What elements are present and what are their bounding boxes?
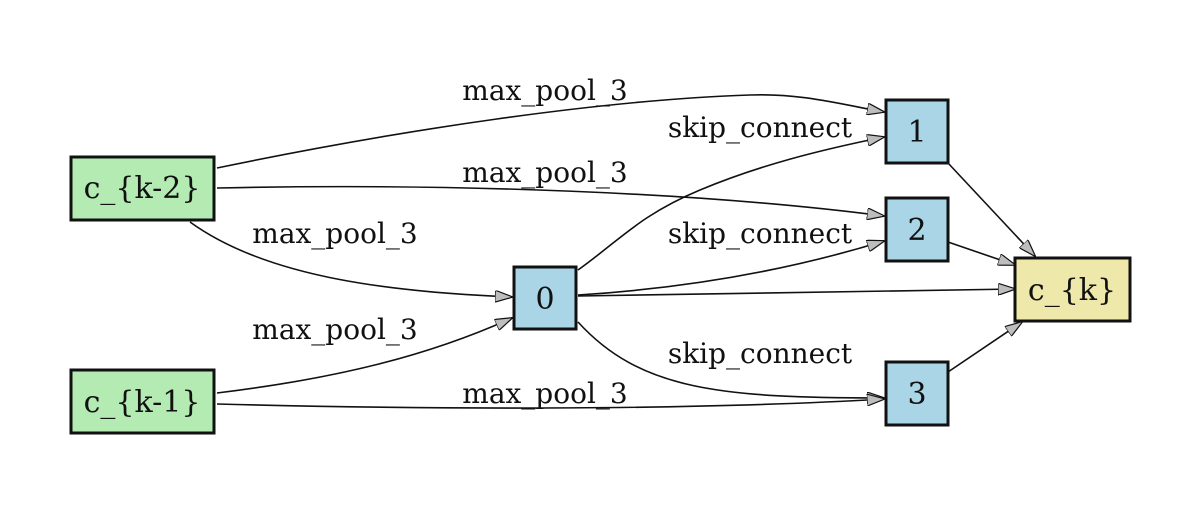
edge-0-to-2: [577, 241, 884, 296]
edge-label-0-to-3: skip_connect: [668, 337, 853, 370]
node-1: 1: [884, 98, 950, 165]
node-3: 3: [884, 360, 950, 427]
node-2: 2: [884, 196, 950, 263]
node-label: c_{k}: [1028, 273, 1116, 308]
edge-0-to-1: [577, 137, 884, 271]
edge-ck2-to-0: [189, 221, 512, 297]
edge-1-to-ck: [947, 162, 1035, 256]
edge-ck1-to-3: [216, 399, 884, 409]
node-box: [1013, 256, 1132, 323]
node-box: [884, 360, 950, 427]
edges: [189, 93, 1035, 409]
node-label: c_{k-1}: [84, 385, 201, 420]
node-label: 2: [907, 213, 926, 248]
node-c-k: c_{k}: [1013, 256, 1132, 323]
node-label: 1: [907, 115, 926, 150]
edge-label-ck2-to-0: max_pool_3: [252, 217, 417, 250]
node-label: c_{k-2}: [84, 171, 201, 206]
edge-label-ck1-to-0: max_pool_3: [252, 313, 417, 346]
node-box: [884, 98, 950, 165]
node-box: [69, 155, 216, 222]
node-box: [884, 196, 950, 263]
edge-labels: max_pool_3 skip_connect max_pool_3 max_p…: [252, 74, 853, 410]
edge-2-to-ck: [947, 241, 1015, 265]
node-box: [512, 265, 578, 331]
edge-0-to-ck: [577, 289, 1015, 297]
edge-ck2-to-1: [216, 93, 884, 169]
node-box: [69, 368, 216, 435]
edge-ck2-to-2: [216, 185, 884, 216]
node-label: 0: [535, 282, 554, 317]
node-label: 3: [907, 377, 926, 412]
edge-label-ck2-to-2: max_pool_3: [462, 156, 627, 189]
edge-label-ck1-to-3: max_pool_3: [462, 377, 627, 410]
node-c-k-minus-2: c_{k-2}: [69, 155, 216, 222]
node-c-k-minus-1: c_{k-1}: [69, 368, 216, 435]
node-0: 0: [512, 265, 578, 331]
edge-label-0-to-1: skip_connect: [668, 111, 853, 144]
edge-ck1-to-0: [216, 318, 512, 394]
edge-label-0-to-2: skip_connect: [668, 217, 853, 250]
edge-0-to-3: [577, 321, 884, 398]
edge-label-ck2-to-1: max_pool_3: [462, 74, 627, 107]
edge-3-to-ck: [947, 322, 1022, 373]
